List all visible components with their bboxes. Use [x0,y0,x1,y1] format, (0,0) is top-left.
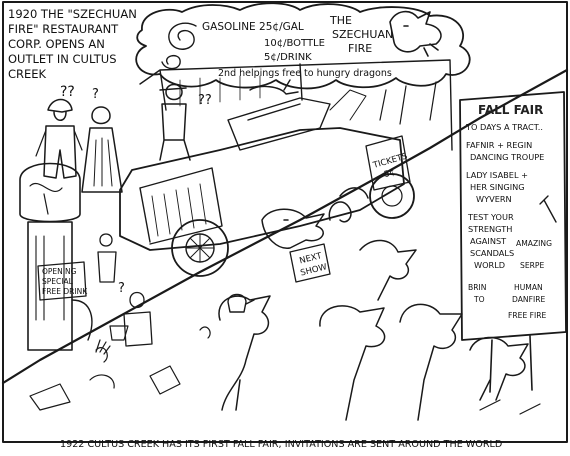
robed-woman [81,106,123,193]
question-marks: ?? [198,93,212,108]
fall-fair-board [459,91,567,341]
svg-text:AMAZING SERPE BRIN: AMAZING SERPE BRIN TO HUMAN DANFIRE FREE… [468,239,554,320]
fall-fair-line: HUMAN [514,283,543,292]
fall-fair-line: AGAINST [470,236,507,246]
fall-fair-line: TO DAYS A TRACT.. [465,122,543,132]
pump-sign-line: FREE DRINK [42,287,88,296]
fall-fair-line: FREE FIRE [508,311,547,320]
banner-gasoline: GASOLINE 25¢/GAL [202,21,304,33]
svg-text:OPENING SPECIAL FREE D: OPENING SPECIAL FREE DRINK [42,267,88,296]
dragon-head-icon [389,10,442,57]
banner-brand-line: SZECHUAN [332,28,393,41]
caption-1920-line: CREEK [8,67,47,81]
question-marks: ? [118,281,125,296]
fall-fair-post [489,335,533,393]
banner-brand-line: THE [329,14,352,27]
banner-brand-line: FIRE [348,42,372,55]
rope-fence [379,81,437,125]
pump-sign-line: SPECIAL [42,277,74,286]
caption-1920-line: FIRE" RESTAURANT [8,22,119,36]
dragon-crowd [218,239,463,421]
tickets-board [365,135,411,191]
plant-icon [95,339,111,355]
svg-text:NEXT SHOW: NEXT SHOW [297,250,329,278]
banner-drink: 5¢/DRINK [264,52,312,63]
serpent-icon [328,187,369,223]
pump-sign-line: OPENING [42,267,77,276]
man-with-hat [35,98,83,179]
banner-tagline: 2nd helpings free to hungry dragons [218,68,392,79]
gas-pump [19,162,93,351]
child-figures [97,233,153,347]
fall-fair-line: SCANDALS [470,248,514,258]
fall-fair-line: DANCING TROUPE [470,152,544,162]
spiral-icon [168,22,197,50]
teapot-icon [227,293,255,313]
fall-fair-line: DANFIRE [512,295,545,304]
spiral-icon [161,54,181,70]
svg-text:1920 THE "SZECHUAN FIRE" R: 1920 THE "SZECHUAN FIRE" RESTAURANT CORP… [8,7,140,81]
fall-fair-line: WYVERN [476,194,512,204]
fall-fair-line: HER SINGING [470,182,525,192]
diagonal-divider [1,68,569,385]
fall-fair-line: STRENGTH [468,224,512,234]
fall-fair-title: FALL FAIR [478,103,543,117]
fall-fair-line: FAFNIR + REGIN [466,140,532,150]
svg-text:TO DAYS A TRACT.. FAFNIR +: TO DAYS A TRACT.. FAFNIR + REGIN DANCING… [465,122,547,270]
banner-bottle: 10¢/BOTTLE [264,38,325,49]
dragon-head-icon [261,208,325,249]
fall-fair-line: BRIN [468,283,486,292]
dragon-under-sign [469,336,529,401]
fall-fair-line: TO [473,295,485,304]
fall-fair-line: AMAZING [516,239,552,248]
bottom-caption: 1922 CULTUS CREEK HAS ITS FIRST FALL FAI… [60,439,502,450]
shed-stripes [179,75,261,107]
caption-1920-line: OUTLET IN CULTUS [8,52,117,66]
dagger-icon [539,195,557,223]
vintage-car [119,89,415,277]
fall-fair-line: TEST YOUR [467,212,514,222]
caption-1920-line: 1920 THE "SZECHUAN [8,7,137,21]
pump-sign-board [37,261,87,301]
fall-fair-line: WORLD [474,260,505,270]
outer-frame [2,1,568,443]
svg-text:THE SZECHUAN FIRE: THE SZECHUAN FIRE [329,14,397,55]
next-show-board [289,243,331,283]
tickets-sign-line: 5¢ [383,168,396,181]
caption-1920-line: CORP. OPENS AN [8,37,105,51]
fall-fair-line: SERPE [520,261,544,270]
fall-fair-line: LADY ISABEL + [466,170,528,180]
question-marks: ? [92,87,99,102]
question-marks: ?? [60,84,75,100]
dragon-drinking-icon [249,79,299,95]
